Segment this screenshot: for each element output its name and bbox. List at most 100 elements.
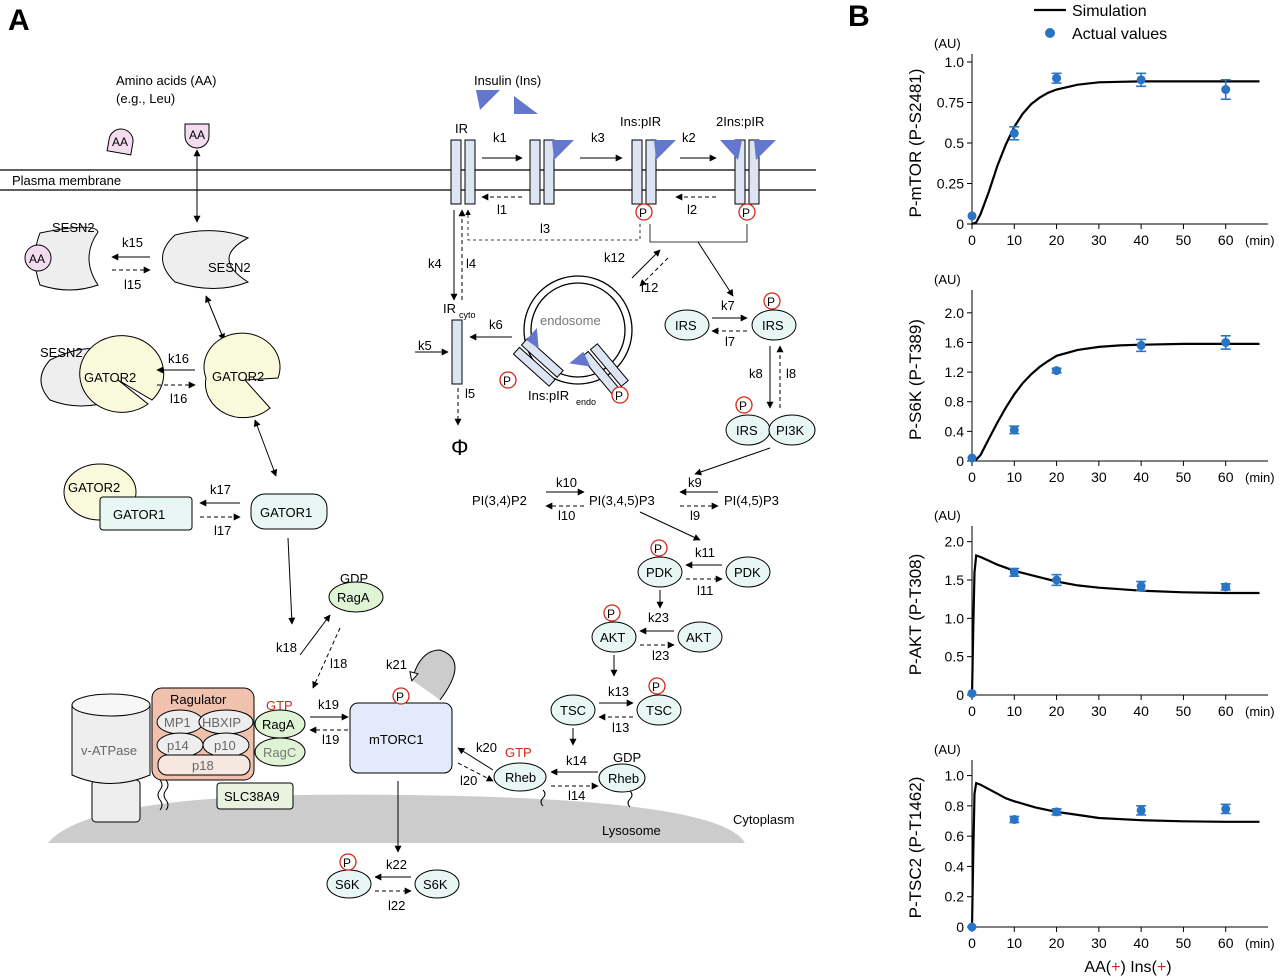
rate-k3: k3 (591, 130, 605, 145)
rate-k11: k11 (695, 545, 715, 560)
pi3k-node (768, 414, 816, 446)
p-label: P (654, 542, 662, 556)
rate-l22: l22 (388, 898, 405, 913)
y-axis-title: P-mTOR (P-S2481) (906, 69, 925, 218)
p-label: P (615, 389, 623, 403)
x-tick-label: 0 (968, 469, 976, 485)
rate-l23: l23 (652, 648, 669, 663)
chart-legend: Simulation Actual values (1034, 3, 1167, 43)
sesn2-label: SESN2 (52, 220, 95, 235)
legend-simulation: Simulation (1072, 3, 1147, 20)
ragulator-label: Ragulator (170, 692, 227, 707)
y-axis-title: P-S6K (P-T389) (906, 319, 925, 440)
rate-k1: k1 (493, 130, 507, 145)
irs-node (664, 309, 710, 341)
x-tick-label: 20 (1049, 232, 1065, 248)
y-tick-label: 0.8 (945, 394, 965, 410)
y-tick-label: 0.2 (945, 889, 965, 905)
rate-k2: k2 (682, 130, 696, 145)
pi3k-label: PI3K (776, 423, 805, 438)
tsc-label: TSC (560, 703, 586, 718)
data-point (1009, 814, 1019, 824)
rate-l18: l18 (330, 656, 347, 671)
aa-molecule-membrane: AA (184, 123, 210, 149)
x-tick-label: 50 (1176, 232, 1192, 248)
p-label: P (503, 374, 511, 388)
data-point (1009, 128, 1019, 138)
two-ins-pir-receptor: P (720, 139, 776, 221)
rate-l16: l16 (170, 391, 187, 406)
pdk-p-node (637, 556, 683, 588)
ir-label: IR (455, 121, 468, 136)
aa-label: AA (112, 135, 128, 149)
x-tick-label: 40 (1133, 935, 1149, 951)
x-tick-label: 60 (1218, 935, 1234, 951)
rate-l3: l3 (540, 221, 550, 236)
rate-l17: l17 (214, 523, 231, 538)
pi45p3-label: PI(4,5)P3 (724, 493, 779, 508)
y-tick-label: 1.0 (945, 54, 965, 70)
aa-caption-line1: Amino acids (AA) (116, 73, 216, 88)
y-tick-label: 0.75 (937, 95, 964, 111)
rate-k19: k19 (318, 697, 339, 712)
k21-autophos-arrow (412, 649, 456, 701)
hbxip-label: HBXIP (202, 715, 241, 730)
slc38a9-node (216, 782, 294, 810)
plasma-membrane-label: Plasma membrane (12, 173, 121, 188)
s6k-label: S6K (335, 877, 360, 892)
x-tick-label: 50 (1176, 703, 1192, 719)
ins-pir-endo-subscript: endo (576, 397, 596, 407)
insulin-label: Insulin (Ins) (474, 73, 541, 88)
data-point (1136, 581, 1146, 591)
rate-l5: l5 (465, 386, 475, 401)
p-label: P (742, 206, 750, 220)
data-point (967, 453, 977, 463)
x-tick-label: 30 (1091, 703, 1107, 719)
p-label: P (607, 607, 615, 621)
x-tick-label: 30 (1091, 232, 1107, 248)
rate-l11: l11 (697, 583, 713, 598)
rate-l13: l13 (612, 720, 629, 735)
pi34p2-label: PI(3,4)P2 (472, 493, 527, 508)
mtorc1-label: mTORC1 (369, 732, 424, 747)
data-point (967, 688, 977, 698)
y-axis-title: P-TSC2 (P-T1462) (906, 777, 925, 919)
endosome: endosome P P (499, 275, 633, 404)
raga-label: RagA (337, 590, 370, 605)
x-tick-label: 0 (968, 703, 976, 719)
gator2-label: GATOR2 (212, 369, 264, 384)
rate-l9: l9 (690, 508, 700, 523)
y-tick-label: 1.6 (945, 334, 965, 350)
legend-actual: Actual values (1072, 26, 1167, 43)
pi345p3-label: PI(3,4,5)P3 (589, 493, 655, 508)
gator2-label: GATOR2 (68, 480, 120, 495)
sesn2-gator2-complex: SESN2 GATOR2 (40, 335, 165, 413)
irs-label: IRS (736, 423, 758, 438)
irs-label: IRS (762, 318, 784, 333)
pdk-label: PDK (734, 565, 761, 580)
x-tick-label: 10 (1006, 469, 1022, 485)
ins-pir-endo-label: Ins:pIR (528, 388, 569, 403)
rate-k18: k18 (276, 640, 297, 655)
akt-label: AKT (686, 630, 711, 645)
ir-cyto-receptor (451, 319, 463, 385)
y-tick-label: 0.4 (945, 423, 965, 439)
y-unit-label: (AU) (934, 508, 961, 523)
sesn2-free: SESN2 (162, 230, 251, 289)
rheb-label: Rheb (608, 771, 639, 786)
x-tick-label: 20 (1049, 703, 1065, 719)
rate-l10: l10 (558, 508, 575, 523)
cytoplasm-label: Cytoplasm (733, 812, 794, 827)
y-tick-label: 1.0 (945, 610, 965, 626)
data-point (1009, 425, 1019, 435)
two-ins-pir-label: 2Ins:pIR (716, 114, 764, 129)
s6k-label: S6K (423, 877, 448, 892)
data-point (1136, 805, 1146, 815)
rate-l8: l8 (786, 366, 796, 381)
gator1-free: GATOR1 (250, 493, 328, 530)
y-tick-label: 0.25 (937, 176, 964, 192)
